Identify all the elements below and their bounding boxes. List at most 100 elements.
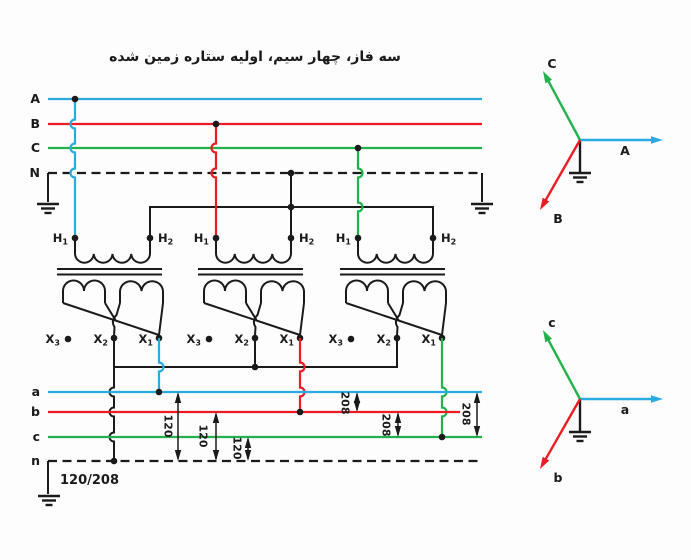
phasor-label-B: B <box>553 211 563 226</box>
x3-terminal-dot <box>347 335 355 343</box>
phasor-vector-C <box>545 77 582 141</box>
arrowhead-down <box>212 450 220 461</box>
join-dot-c <box>438 433 446 441</box>
primary-winding <box>74 253 151 264</box>
dimension-c-n: 120 <box>231 437 252 461</box>
secondary-coil-left <box>345 279 389 303</box>
dimension-a-n: 120 <box>162 392 182 461</box>
dimension-value: 208 <box>380 414 393 437</box>
h2-terminal-label: H2 <box>158 231 173 247</box>
phase-line-label-C: C <box>31 140 40 155</box>
x1-terminal-label: X1 <box>422 332 437 348</box>
arrowhead-down <box>394 426 402 437</box>
phasor-arrowhead-B <box>540 197 550 210</box>
primary-winding <box>215 253 292 264</box>
tap-dot-C <box>354 144 362 152</box>
phasor-arrowhead-C <box>543 71 553 84</box>
h2-terminal-label: H2 <box>441 231 456 247</box>
tap-C-to-H1 <box>356 148 364 238</box>
phasor-arrowhead-b <box>540 456 550 469</box>
h2-terminal-dot <box>146 234 154 242</box>
x1-drops <box>157 338 448 437</box>
neutral-left-ground <box>37 202 59 215</box>
x2-bus <box>114 338 398 368</box>
bus-junction-dot <box>251 363 259 371</box>
phasor-vector-b <box>542 398 582 463</box>
phasor-ground <box>569 430 591 443</box>
phasor-label-A: A <box>620 143 630 158</box>
phasor-ground <box>569 171 591 184</box>
dimension-b-n: 120 <box>197 412 220 461</box>
h1-terminal-label: H1 <box>336 231 352 247</box>
coil-link-right <box>441 302 447 336</box>
phase-line-label-A: A <box>30 91 40 106</box>
secondary-coil-left <box>203 279 247 303</box>
phasor-arrowhead-A <box>651 136 663 144</box>
dimension-value: 120 <box>231 437 244 460</box>
dimension-b-c: 208 <box>380 412 402 437</box>
secondary-line-label-a: a <box>32 384 40 399</box>
x2-to-n-wire <box>108 338 115 461</box>
coil-link-long-diagonal <box>62 302 160 336</box>
h2-terminal-dot <box>429 234 437 242</box>
dimension-a-b: 208 <box>339 392 361 415</box>
x1-drop-c <box>440 338 448 437</box>
tap-dot-B <box>212 120 220 128</box>
dimension-value: 208 <box>339 392 352 415</box>
join-dot-a <box>155 388 163 396</box>
phase-line-label-N: N <box>30 165 40 180</box>
secondary-line-label-n: n <box>31 453 40 468</box>
coil-link-long-diagonal <box>203 302 301 336</box>
phasor-diagram-primary: A C B <box>540 56 663 226</box>
coil-link-right <box>299 302 305 336</box>
h1-terminal-dot <box>354 234 362 242</box>
phase-line-label-B: B <box>30 116 40 131</box>
phasor-arrowhead-a <box>651 395 663 403</box>
x1-terminal-label: X1 <box>139 332 154 348</box>
secondary-coil-right <box>260 280 305 303</box>
arrowhead-up <box>353 392 361 403</box>
primary-taps <box>69 99 364 238</box>
coil-link-to-x2 <box>394 302 404 337</box>
coil-link-to-x2 <box>252 302 262 337</box>
secondary-neutral-bus <box>108 338 398 461</box>
h2-bus-junction-dot <box>287 203 295 211</box>
coil-link-right <box>158 302 164 336</box>
dimension-value: 208 <box>460 403 473 426</box>
coil-link-long-diagonal <box>345 302 443 336</box>
dimension-value: 120 <box>162 415 175 438</box>
phasor-label-c: c <box>548 315 555 330</box>
join-dot-n <box>110 457 118 465</box>
x1-drop-a <box>157 338 165 392</box>
phasor-vector-B <box>542 139 582 204</box>
x2-terminal-label: X2 <box>94 332 108 348</box>
arrowhead-up <box>212 412 220 423</box>
arrowhead-up <box>244 437 252 448</box>
dimension-a-c: 208 <box>460 392 481 437</box>
secondary-coil-right <box>119 280 164 303</box>
h1-terminal-dot <box>71 234 79 242</box>
neutral-junction-dot <box>287 169 295 177</box>
h1-terminal-label: H1 <box>194 231 210 247</box>
secondary-coil-right <box>402 280 447 303</box>
secondary-line-label-b: b <box>31 404 40 419</box>
arrowhead-up <box>174 392 182 403</box>
arrowhead-up <box>473 392 481 403</box>
phasor-label-C: C <box>547 56 556 71</box>
x3-terminal-label: X3 <box>187 332 201 348</box>
arrowhead-up <box>394 412 402 423</box>
tap-A-to-H1 <box>69 99 77 238</box>
phasor-label-a: a <box>621 402 629 417</box>
h1-terminal-dot <box>212 234 220 242</box>
secondary-line-label-c: c <box>33 429 40 444</box>
x3-terminal-dot <box>205 335 213 343</box>
tap-dot-A <box>71 95 79 103</box>
secondary-coil-left <box>62 279 106 303</box>
x3-terminal-dot <box>64 335 72 343</box>
